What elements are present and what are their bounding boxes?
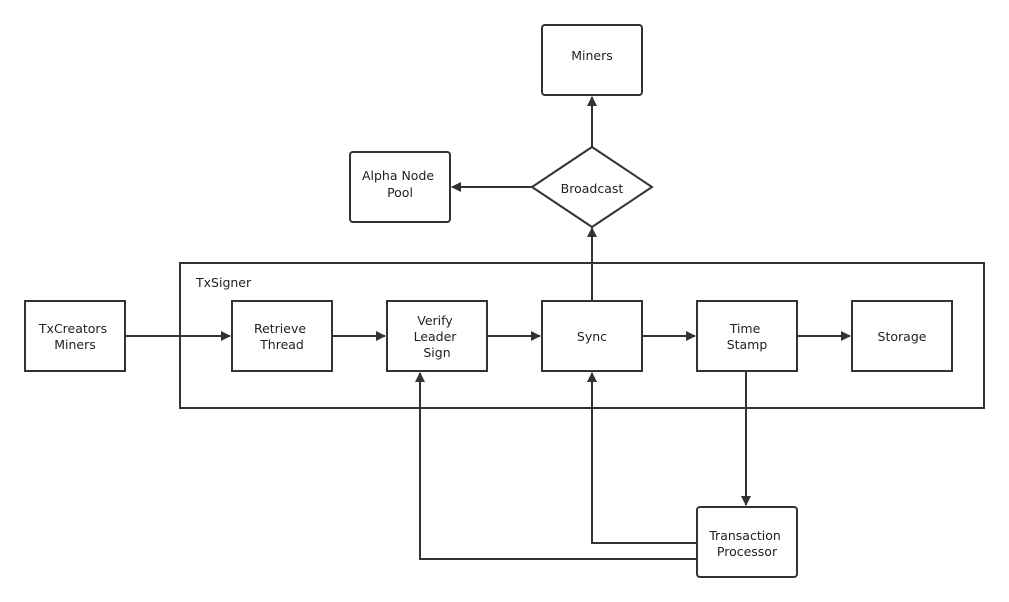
- node-miners-label: Miners: [571, 48, 613, 63]
- node-alpha-node-pool-label: Alpha Node Pool: [362, 168, 438, 200]
- node-transaction-processor-label: Transaction Processor: [708, 528, 785, 559]
- node-storage-line-1: Storage: [878, 329, 927, 344]
- node-alpha-node-pool-line-1: Alpha Node: [362, 168, 434, 183]
- edges: [125, 96, 851, 560]
- node-sync-label: Sync: [577, 329, 607, 344]
- node-timestamp-line-1: Time: [729, 321, 761, 336]
- edge-processor-to-verify: [415, 372, 697, 560]
- txsigner-group-label: TxSigner: [195, 275, 252, 290]
- node-alpha-node-pool-line-2: Pool: [387, 185, 413, 200]
- node-verify-line-1: Verify: [417, 313, 453, 328]
- node-sync-line-1: Sync: [577, 329, 607, 344]
- node-txcreators-line-1: TxCreators: [38, 321, 107, 336]
- node-storage[interactable]: Storage: [851, 300, 953, 372]
- node-txcreators-line-2: Miners: [54, 337, 96, 352]
- node-miners-line-1: Miners: [571, 48, 613, 63]
- node-retrieve-line-1: Retrieve: [254, 321, 306, 336]
- node-storage-label: Storage: [878, 329, 927, 344]
- node-verify-line-2: Leader: [414, 329, 458, 344]
- node-broadcast-line-1: Broadcast: [561, 181, 624, 196]
- node-processor-line-2: Processor: [717, 544, 778, 559]
- node-miners[interactable]: Miners: [541, 24, 643, 96]
- node-verify-leader-sign-label: Verify Leader Sign: [414, 313, 461, 360]
- edge-processor-to-sync: [587, 372, 697, 544]
- node-broadcast-label: Broadcast: [561, 181, 624, 196]
- node-time-stamp[interactable]: Time Stamp: [696, 300, 798, 372]
- node-retrieve-line-2: Thread: [259, 337, 304, 352]
- node-verify-line-3: Sign: [423, 345, 450, 360]
- node-broadcast[interactable]: Broadcast: [530, 145, 654, 229]
- node-sync[interactable]: Sync: [541, 300, 643, 372]
- node-verify-leader-sign[interactable]: Verify Leader Sign: [386, 300, 488, 372]
- node-processor-line-1: Transaction: [708, 528, 781, 543]
- node-time-stamp-label: Time Stamp: [727, 321, 768, 352]
- node-alpha-node-pool[interactable]: Alpha Node Pool: [349, 151, 451, 223]
- node-transaction-processor[interactable]: Transaction Processor: [696, 506, 798, 578]
- node-txcreators-miners[interactable]: TxCreators Miners: [24, 300, 126, 372]
- node-txcreators-miners-label: TxCreators Miners: [38, 321, 111, 352]
- node-retrieve-thread-label: Retrieve Thread: [254, 321, 310, 352]
- node-retrieve-thread[interactable]: Retrieve Thread: [231, 300, 333, 372]
- node-timestamp-line-2: Stamp: [727, 337, 768, 352]
